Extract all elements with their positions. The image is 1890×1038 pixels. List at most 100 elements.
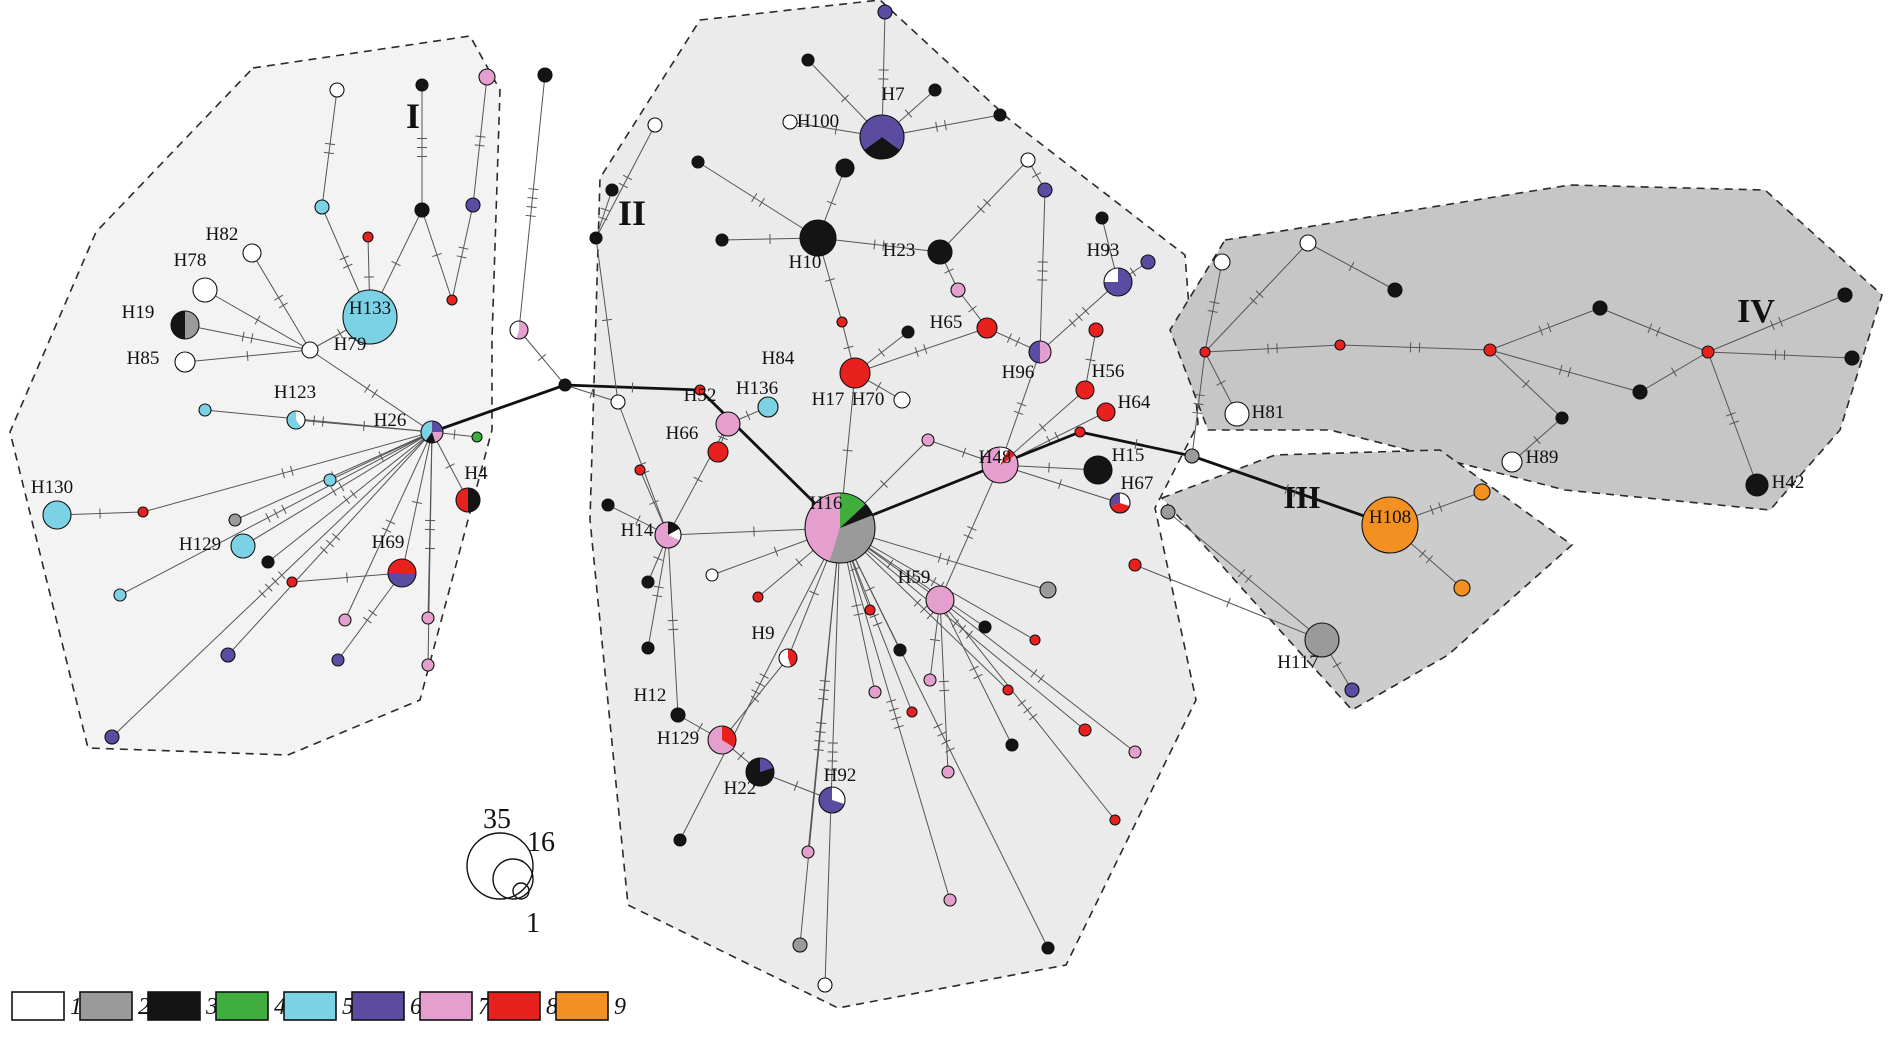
node-c41 (943, 893, 957, 907)
mutation-tick (1207, 310, 1218, 313)
mutation-tick (816, 722, 827, 725)
mutation-tick (475, 135, 486, 138)
node-circle-white (893, 391, 911, 409)
node-H133 (342, 289, 398, 345)
mutation-tick (914, 347, 919, 357)
mutation-tick (338, 482, 345, 492)
mutation-tick (937, 731, 947, 737)
node-circle-pink (923, 673, 937, 687)
node-c43 (1109, 814, 1121, 826)
node-segment-pink (432, 432, 443, 443)
node-circle-black (1592, 300, 1608, 316)
mutation-tick (1546, 322, 1552, 333)
color-legend-label-4: 4 (274, 994, 286, 1020)
mutation-tick (1209, 301, 1220, 304)
mutation-tick (330, 486, 337, 496)
node-circle-black (893, 643, 907, 657)
mutation-tick (814, 740, 825, 742)
node-circle-black (1745, 473, 1769, 497)
node-H10 (799, 219, 837, 257)
node-outline (654, 521, 682, 549)
node-c42 (1041, 941, 1055, 955)
mutation-tick (1194, 393, 1205, 397)
mutation-tick (1085, 358, 1096, 362)
edge-H82-H79 (251, 252, 311, 351)
mutation-tick (668, 628, 679, 631)
edge-c51-c53 (595, 124, 656, 239)
node-circle-black (691, 155, 705, 169)
node-circle-white (705, 568, 719, 582)
node-label-H81: H81 (1252, 402, 1285, 423)
node-label-H69: H69 (372, 532, 405, 553)
mutation-tick (290, 465, 294, 476)
mutation-tick (323, 151, 334, 155)
node-label-H65: H65 (930, 312, 963, 333)
node-c13 (950, 282, 966, 298)
node-segment-red (1110, 503, 1130, 514)
edge-c20-H117 (1167, 511, 1323, 641)
node-circle-white (817, 977, 833, 993)
mutation-tick (264, 583, 273, 592)
node-c26 (1039, 581, 1057, 599)
cluster-I-label: I (406, 96, 420, 136)
edge-H59-c36 (939, 599, 949, 773)
mutation-tick (445, 463, 455, 469)
edge-H129a-H26 (242, 431, 433, 547)
mutation-tick (364, 384, 371, 393)
mutation-tick (1558, 364, 1563, 375)
node-H129b (707, 725, 737, 755)
node-H59 (925, 585, 955, 615)
mutation-tick (325, 142, 336, 146)
mutation-tick (622, 174, 633, 181)
node-c35 (1078, 723, 1092, 737)
node-circle-purple (331, 653, 345, 667)
mutation-tick (983, 198, 992, 207)
node-circle-red (1075, 380, 1095, 400)
cluster-III: III (1160, 449, 1574, 712)
node-circle-pink (338, 613, 352, 627)
mutation-tick (652, 594, 663, 598)
edge-c50-c53 (595, 189, 613, 239)
node-c33 (906, 706, 918, 718)
node-circle-purple (1344, 682, 1360, 698)
edge-iv1-v2 (1204, 242, 1309, 353)
node-segment-pink (516, 321, 528, 339)
mutation-tick (1425, 555, 1434, 564)
node-outline (1103, 267, 1133, 297)
node-v3 (1387, 282, 1403, 298)
node-circle-gray (1304, 622, 1340, 658)
node-p3 (1344, 682, 1360, 698)
mutation-tick (385, 519, 396, 525)
node-segment-black (468, 488, 480, 512)
node-circle-red (137, 506, 149, 518)
mutation-tick (913, 598, 922, 607)
node-label-H108: H108 (1369, 507, 1411, 528)
edge-i3-i7 (472, 76, 488, 206)
mutation-tick (391, 260, 401, 267)
mutation-tick (281, 504, 287, 514)
mutation-tick (241, 331, 245, 342)
edge-i1-i5 (321, 89, 338, 208)
node-H12 (670, 707, 686, 723)
mutation-tick (1081, 306, 1090, 316)
node-c12 (1095, 211, 1109, 225)
node-circle-black (414, 202, 430, 218)
mutation-tick (850, 566, 860, 572)
node-circle-purple (465, 197, 481, 213)
node-i1 (329, 82, 345, 98)
node-circle-gray (228, 513, 242, 527)
node-H66 (707, 441, 729, 463)
mutation-tick (381, 527, 392, 533)
node-circle-black (928, 83, 942, 97)
node-circle-red (446, 294, 458, 306)
node-circle-black (927, 239, 953, 265)
node-H79 (301, 341, 319, 359)
node-H48 (981, 446, 1019, 484)
node-segment-black (425, 432, 436, 443)
node-segment-cyan (287, 411, 302, 430)
edge-H84-H65 (854, 327, 988, 374)
edge-H59-c44 (939, 599, 1136, 753)
node-H69 (387, 558, 417, 588)
node-outline (455, 487, 481, 513)
